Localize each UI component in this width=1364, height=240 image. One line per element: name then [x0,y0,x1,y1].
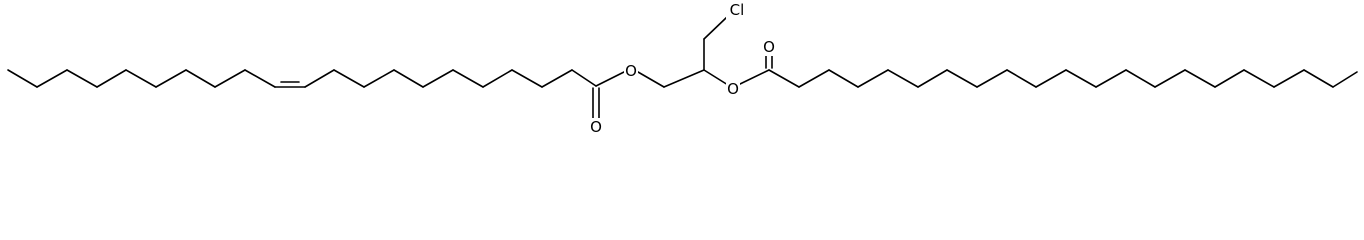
oleoyl-chain-bond [214,69,246,88]
ester-oxygen-right-label: O [727,80,739,98]
stearoyl-chain-bond [917,69,948,88]
oleoyl-chain-bond [36,69,68,88]
stearoyl-chain-bond [798,69,830,88]
chlorine-atom-label: Cl [730,1,745,19]
oleoyl-chain-bond [66,69,98,88]
ester-oxygen-right-background [726,80,740,98]
oleoyl-chain-bond [185,69,216,88]
ester-oxygen-left-group: O [624,62,638,80]
bond-lines [7,16,1358,120]
stearoyl-chain-bond [857,69,889,88]
stearoyl-chain-bond [1332,71,1358,88]
oleoyl-chain-bond [244,69,276,88]
oleoyl-chain-bond [125,69,157,88]
stearoyl-chain-bond [1243,69,1275,88]
oleoyl-chain-bond [571,69,597,87]
oleoyl-chain-bond [96,69,127,88]
chlorine-atom-background [726,1,748,19]
atom-labels: Cl O O O O [589,1,776,136]
glycerol-backbone-bond [663,69,705,88]
carbonyl-oxygen-right-label: O [763,38,775,56]
carbonyl-oxygen-right-group: O [762,38,776,56]
oleoyl-chain-bond [482,69,513,88]
stearoyl-chain-bond [1154,69,1186,88]
stearoyl-chain-bond [1095,69,1127,88]
stearoyl-chain-bond [1303,69,1334,88]
oleoyl-chain-bond [422,69,454,88]
oleoyl-chain-bond [304,69,335,88]
ester-oxygen-right-group: O [726,80,740,98]
ch2-cl-bond [703,16,728,40]
right-ester-single-bond [739,69,770,85]
oleoyl-chain-bond [7,69,38,88]
oleoyl-chain-bond [155,69,187,88]
stearoyl-chain-bond [768,69,800,88]
carbonyl-oxygen-left-background [589,118,603,136]
carbonyl-oxygen-left-group: O [589,118,603,136]
oleoyl-chain-bond [363,69,395,88]
stearoyl-chain-bond [1035,69,1067,88]
carbonyl-oxygen-left-label: O [590,118,602,136]
glycerol-o-ch2-bond [637,71,665,88]
stearoyl-chain-bond [828,69,859,88]
stearoyl-chain-bond [946,69,978,88]
stearoyl-chain-bond [976,69,1008,88]
stearoyl-chain-bond [1214,69,1245,88]
molecule-structure-diagram: Cl O O O O [7,1,1358,136]
left-ester-single-bond [595,71,625,87]
oleoyl-chain-bond [511,69,543,88]
ester-oxygen-left-background [624,62,638,80]
stearoyl-chain-bond [1125,69,1156,88]
chlorine-atom-group: Cl [726,1,748,19]
ester-oxygen-left-label: O [625,62,637,80]
carbonyl-oxygen-right-background [762,38,776,56]
oleoyl-chain-bond [452,69,484,88]
oleoyl-chain-bond [333,69,365,88]
stearoyl-chain-bond [1065,69,1097,88]
stearoyl-chain-bond [1006,69,1037,88]
stearoyl-chain-bond [887,69,919,88]
glycerol-ch-o-bond [703,69,729,86]
oleoyl-chain-bond [541,69,573,88]
stearoyl-chain-bond [1184,69,1216,88]
oleoyl-chain-bond [393,69,424,88]
stearoyl-chain-bond [1273,69,1305,88]
